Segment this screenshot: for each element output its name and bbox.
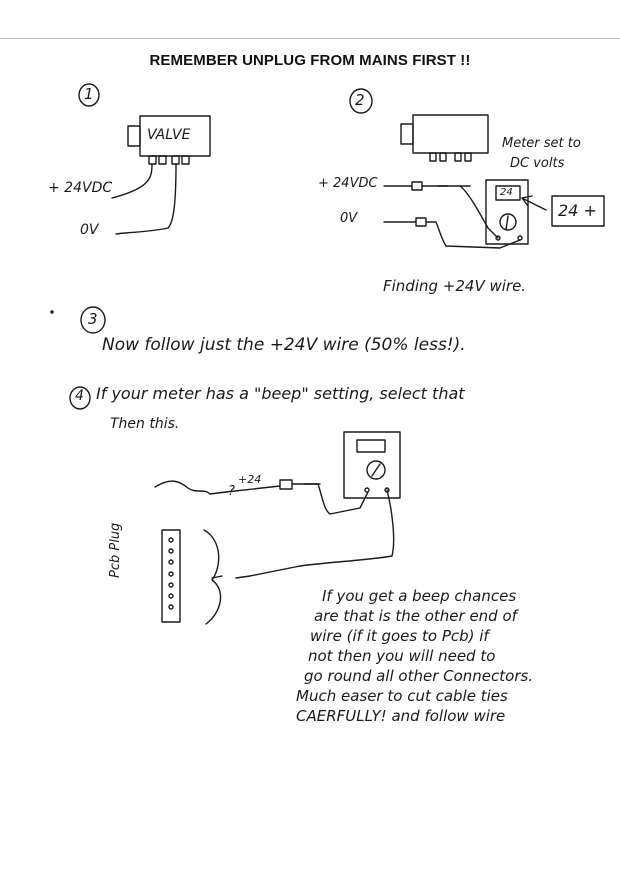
step1-0v-label: 0V bbox=[80, 222, 99, 238]
warning-title: REMEMBER UNPLUG FROM MAINS FIRST !! bbox=[149, 52, 471, 69]
step2-caption: Finding +24V wire. bbox=[383, 277, 527, 295]
step2-meter-display: 24 bbox=[500, 187, 513, 198]
step3-number: 3 bbox=[88, 310, 98, 328]
step2-meter-note-line2: DC volts bbox=[510, 156, 565, 171]
step4-text-line1: If your meter has a "beep" setting, sele… bbox=[96, 384, 465, 403]
step2-meter-note-line1: Meter set to bbox=[502, 136, 581, 151]
step4-note-line: not then you will need to bbox=[308, 647, 496, 665]
step2-24v-label: + 24VDC bbox=[318, 176, 378, 191]
step4-note-line: wire (if it goes to Pcb) if bbox=[310, 627, 489, 645]
step2-0v-label: 0V bbox=[340, 211, 358, 226]
step4-plug-label: Pcb Plug bbox=[108, 522, 123, 578]
step4-number: 4 bbox=[75, 388, 84, 404]
step2-reading-box: 24 + bbox=[558, 201, 597, 220]
step2-valve-drawing bbox=[400, 114, 489, 162]
step2-number: 2 bbox=[355, 91, 365, 109]
step1-valve-label: VALVE bbox=[147, 127, 191, 143]
step3-text: Now follow just the +24V wire (50% less!… bbox=[102, 335, 466, 355]
step4-note-line: If you get a beep chances bbox=[322, 587, 517, 605]
step1-24v-label: + 24VDC bbox=[48, 180, 113, 196]
step4-meter-drawing bbox=[154, 431, 401, 625]
step1-number: 1 bbox=[84, 85, 94, 103]
step4-note-line: are that is the other end of bbox=[314, 607, 517, 625]
step3-number-circle bbox=[80, 306, 106, 334]
step4-note-line: CAERFULLY! and follow wire bbox=[296, 707, 506, 725]
step4-text-line2: Then this. bbox=[110, 416, 180, 432]
step1-number-circle bbox=[78, 83, 100, 107]
step1-valve-drawing bbox=[111, 115, 211, 235]
step4-wire-label: +24 bbox=[238, 473, 262, 486]
step4-note-line: go round all other Connectors. bbox=[304, 667, 534, 685]
step4-number-circle bbox=[69, 386, 91, 410]
stray-mark bbox=[50, 310, 54, 314]
step2-number-circle bbox=[349, 88, 373, 114]
step4-note-block: If you get a beep chances are that is th… bbox=[290, 586, 610, 726]
step4-question-mark: ? bbox=[228, 484, 235, 499]
page-top-rule bbox=[0, 38, 620, 39]
step2-meter-drawing bbox=[383, 179, 605, 249]
step4-note-line: Much easer to cut cable ties bbox=[296, 687, 508, 705]
